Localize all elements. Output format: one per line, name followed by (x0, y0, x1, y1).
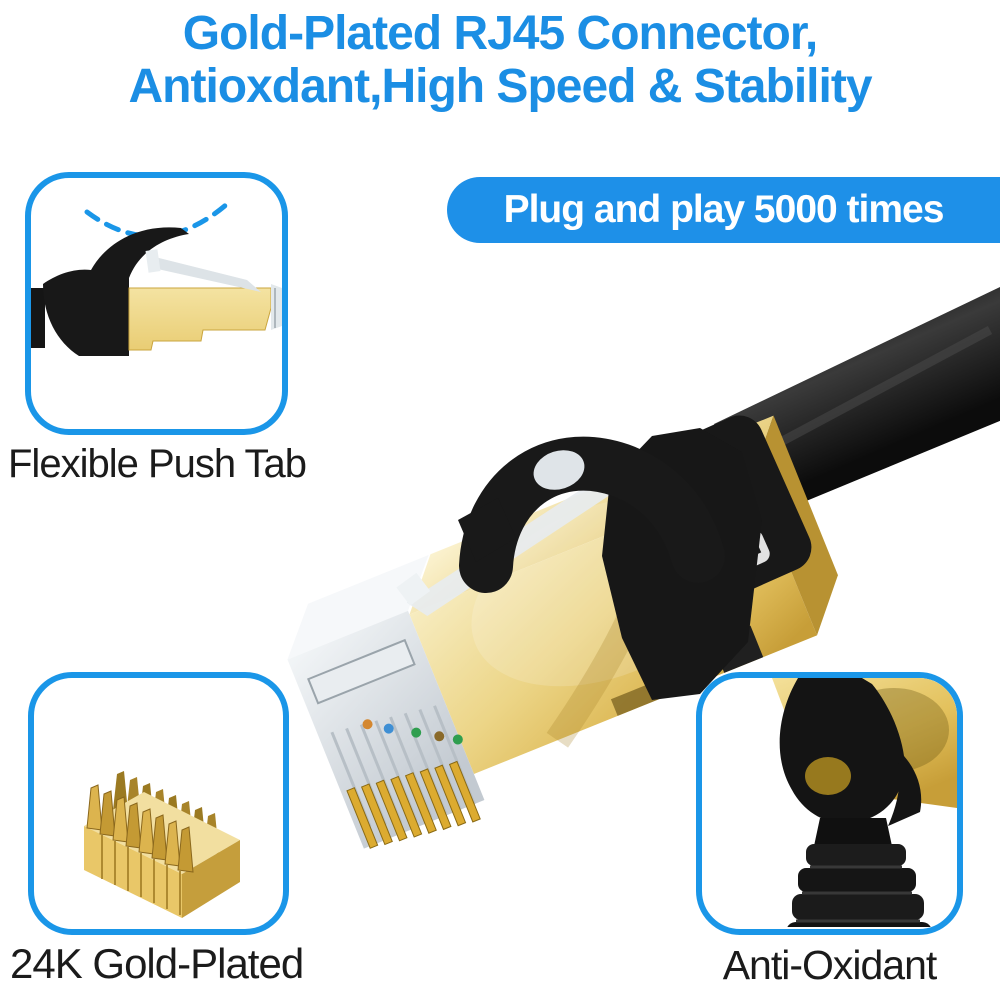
feature-box-anti-oxidant (696, 672, 963, 935)
push-tab-gold-body (128, 287, 272, 351)
boot-hook (458, 436, 725, 593)
boot-closeup-hole (805, 757, 851, 795)
contact-teeth-front (86, 784, 194, 873)
push-tab-boot (43, 227, 189, 356)
headline: Gold-Plated RJ45 Connector, Antioxdant,H… (0, 7, 1000, 114)
strain-relief-closeup-illustration (772, 678, 957, 927)
feature-box-push-tab (25, 172, 288, 435)
promo-banner-text: Plug and play 5000 times (503, 188, 945, 231)
feature-label-anti-oxidant: Anti-Oxidant (722, 942, 938, 988)
boot-hook-hole (533, 450, 585, 490)
headline-line-1: Gold-Plated RJ45 Connector, (182, 7, 818, 60)
rj45-side-view-push-tab-illustration (31, 201, 282, 356)
headline-line-2: Antioxdant,High Speed & Stability (128, 59, 872, 113)
clear-tip (287, 555, 485, 849)
feature-box-gold-plated (28, 672, 289, 935)
gold-pins (346, 760, 481, 849)
gold-contact-comb-illustration (84, 771, 240, 918)
relief-ribs (787, 844, 931, 927)
feature-label-gold-plated: 24K Gold-Plated (10, 940, 304, 987)
promo-banner: Plug and play 5000 times (447, 177, 1000, 243)
feature-label-push-tab: Flexible Push Tab (8, 442, 307, 486)
